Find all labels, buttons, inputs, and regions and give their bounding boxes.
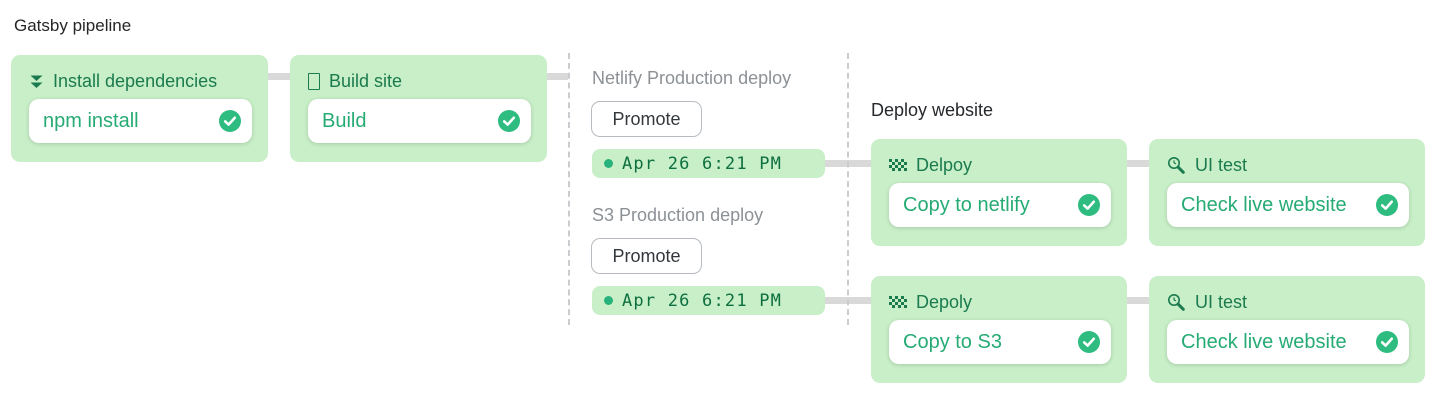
checkered-flag-icon [889,159,907,171]
dashed-separator [847,53,849,325]
stage-title-label: Delpoy [916,154,973,175]
stage-title: Depoly [889,291,1127,313]
action-row[interactable]: Copy to netlify [889,183,1111,227]
stage-title-label: Depoly [916,291,973,312]
double-chevron-down-icon [29,74,44,89]
check-circle-icon [1376,331,1398,353]
action-row[interactable]: Check live website [1167,183,1409,227]
action-row[interactable]: Build [308,99,531,143]
action-row[interactable]: npm install [29,99,252,143]
action-label: Check live website [1181,330,1347,353]
stage-title: UI test [1167,154,1425,176]
check-circle-icon [1078,194,1100,216]
check-circle-icon [1078,331,1100,353]
stage-build-site[interactable]: Build site Build [290,55,547,162]
checkered-flag-icon [889,296,907,308]
promote-netlify-button[interactable]: Promote [591,101,702,137]
promotion-title-netlify: Netlify Production deploy [592,68,792,88]
promotion-title-s3: S3 Production deploy [592,205,764,225]
connector [268,73,290,80]
stage-title: Delpoy [889,154,1127,176]
run-timestamp: Apr 26 6:21 PM [622,290,783,311]
action-row[interactable]: Copy to S3 [889,320,1111,364]
stage-title: Build site [308,70,547,92]
stage-title: Install dependencies [29,70,268,92]
stage-title-label: Build site [329,70,403,91]
action-row[interactable]: Check live website [1167,320,1409,364]
promote-s3-button[interactable]: Promote [591,238,702,274]
connector [1127,160,1149,167]
stage-title-label: Install dependencies [53,70,218,91]
section-title-deploy-website: Deploy website [871,100,994,120]
check-circle-icon [1376,194,1398,216]
action-label: Check live website [1181,193,1347,216]
run-badge-netlify[interactable]: Apr 26 6:21 PM [592,149,825,178]
stage-title: UI test [1167,291,1425,313]
stage-s3-deploy[interactable]: Depoly Copy to S3 [871,276,1127,383]
action-label: Copy to S3 [903,330,1002,353]
stage-netlify-ui-test[interactable]: UI test Check live website [1149,139,1425,246]
connector [547,73,568,80]
check-circle-icon [219,110,241,132]
stage-install-dependencies[interactable]: Install dependencies npm install [11,55,268,162]
stage-title-label: UI test [1195,291,1248,312]
status-dot-icon [604,296,613,305]
stage-s3-ui-test[interactable]: UI test Check live website [1149,276,1425,383]
magnifier-icon [1167,156,1186,175]
dashed-separator [568,53,570,325]
placeholder-glyph-icon [308,72,320,90]
run-badge-s3[interactable]: Apr 26 6:21 PM [592,286,825,315]
action-label: Build [322,109,367,132]
action-label: Copy to netlify [903,193,1030,216]
magnifier-icon [1167,293,1186,312]
stage-netlify-deploy[interactable]: Delpoy Copy to netlify [871,139,1127,246]
check-circle-icon [498,110,520,132]
connector [1127,297,1149,304]
stage-title-label: UI test [1195,154,1248,175]
run-timestamp: Apr 26 6:21 PM [622,153,783,174]
action-label: npm install [43,109,139,132]
status-dot-icon [604,159,613,168]
page-title: Gatsby pipeline [14,16,132,35]
